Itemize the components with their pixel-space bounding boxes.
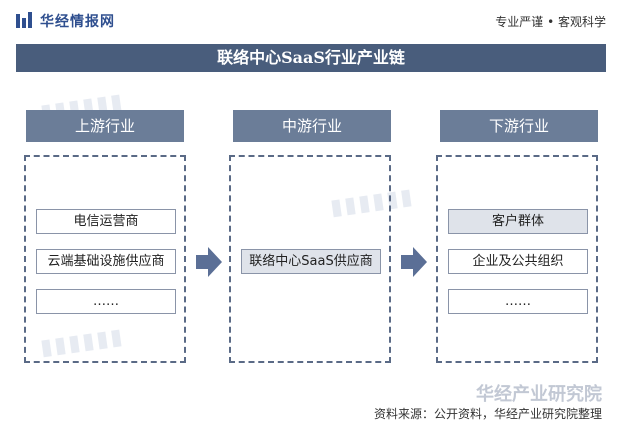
logo-text: 华经情报网 — [40, 14, 115, 30]
upstream-item: …… — [36, 289, 176, 314]
logo: 华经情报网 — [16, 11, 115, 31]
arrow-right-icon — [196, 247, 222, 277]
downstream-box: 客户群体 企业及公共组织 …… — [436, 155, 598, 363]
upstream-item: 电信运营商 — [36, 209, 176, 234]
source-note: 资料来源：公开资料，华经产业研究院整理 — [373, 407, 602, 421]
downstream-header: 下游行业 — [440, 110, 598, 142]
slogan: 专业严谨 • 客观科学 — [495, 15, 606, 29]
midstream-header: 中游行业 — [233, 110, 391, 142]
downstream-item: …… — [448, 289, 588, 314]
midstream-item: 联络中心SaaS供应商 — [241, 249, 381, 274]
downstream-item: 客户群体 — [448, 209, 588, 234]
page-title: 联络中心SaaS行业产业链 — [16, 44, 606, 72]
arrow-right-icon — [401, 247, 427, 277]
logo-bars-icon — [16, 12, 34, 30]
midstream-box: 联络中心SaaS供应商 — [229, 155, 391, 363]
upstream-box: 电信运营商 云端基础设施供应商 …… — [24, 155, 186, 363]
downstream-item: 企业及公共组织 — [448, 249, 588, 274]
brand-watermark: 华经产业研究院 — [476, 384, 602, 405]
header: 华经情报网 专业严谨 • 客观科学 — [0, 0, 622, 44]
upstream-header: 上游行业 — [26, 110, 184, 142]
upstream-item: 云端基础设施供应商 — [36, 249, 176, 274]
